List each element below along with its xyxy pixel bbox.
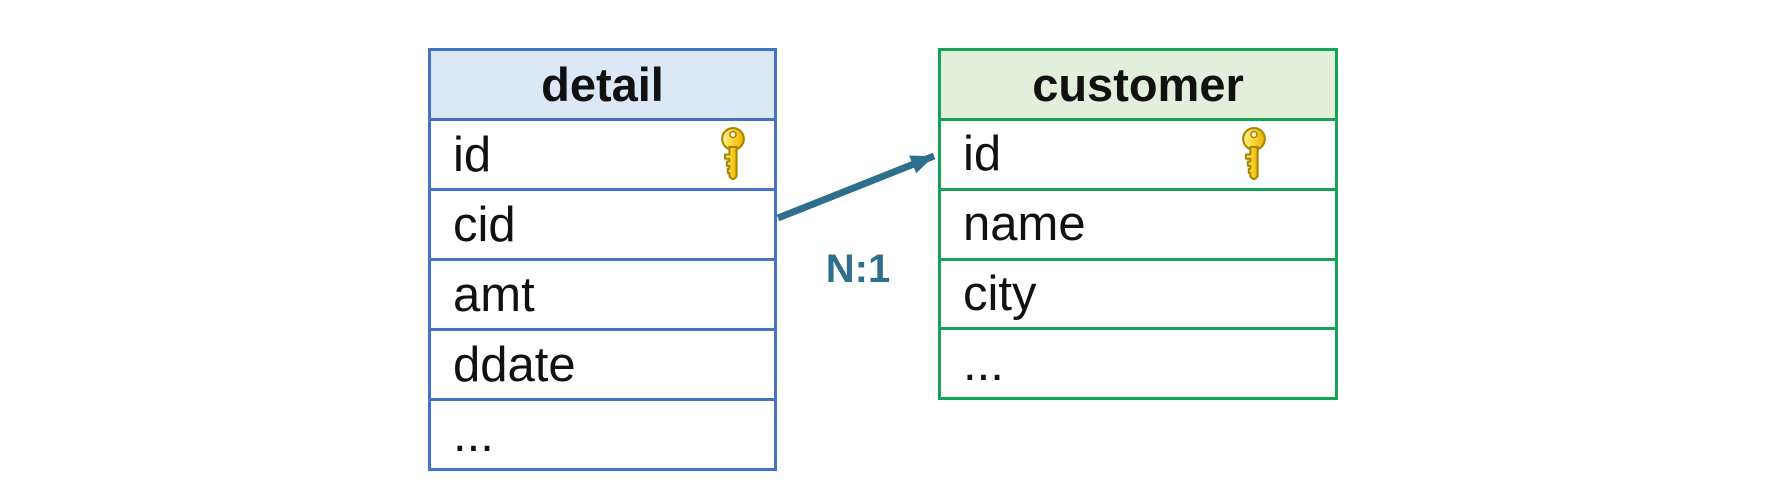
column-label: ... (963, 336, 1004, 391)
table-row: cid (431, 188, 774, 258)
table-row: ... (941, 327, 1335, 397)
column-label: id (453, 127, 492, 182)
table-customer-header: customer (941, 51, 1335, 118)
relationship-cardinality-label: N:1 (825, 247, 891, 291)
column-label: ddate (453, 337, 576, 392)
key-icon (1237, 126, 1271, 183)
column-label: ... (453, 407, 494, 462)
table-detail-title: detail (541, 58, 664, 111)
table-customer-title: customer (1032, 58, 1244, 111)
key-icon (716, 126, 750, 183)
column-label: amt (453, 267, 535, 322)
table-row: city (941, 257, 1335, 328)
column-label: cid (453, 197, 516, 252)
table-row: id (941, 118, 1335, 188)
table-row: id (431, 118, 774, 188)
table-detail: detail id (428, 48, 777, 471)
column-label: name (963, 197, 1086, 252)
table-customer: customer id (938, 48, 1338, 400)
table-detail-header: detail (431, 51, 774, 118)
column-label: id (963, 127, 1002, 182)
column-label: city (963, 266, 1037, 321)
table-row: ddate (431, 328, 774, 398)
table-row: name (941, 187, 1335, 258)
table-row: amt (431, 258, 774, 328)
table-row: ... (431, 398, 774, 468)
